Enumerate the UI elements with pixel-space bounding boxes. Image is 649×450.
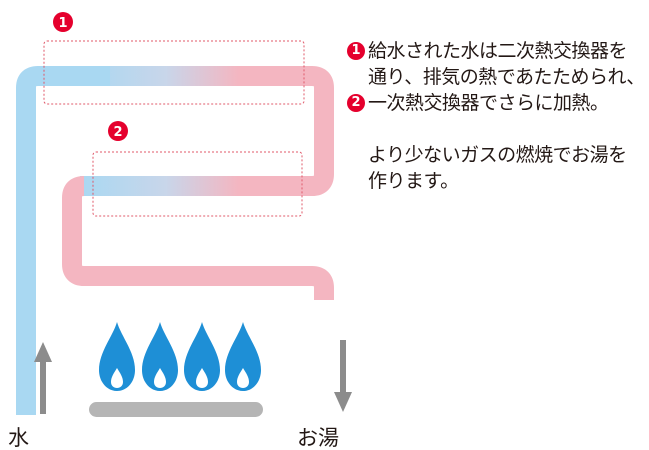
marker-2-label: 2 [113, 125, 122, 140]
flame-icon [99, 322, 135, 391]
pipe-inlet-riser [15, 66, 120, 415]
description-summary: より少ないガスの燃焼でお湯を作ります。 [368, 144, 627, 192]
primary-heat-exchanger-outline [92, 151, 303, 217]
description-panel: 1 給水された水は二次熱交換器を通り、排気の熱であたためられ、 2 一次熱交換器… [347, 38, 645, 194]
water-inlet-label: 水 [8, 426, 29, 450]
outflow-arrow-icon [334, 340, 352, 412]
inflow-arrow-icon [34, 342, 52, 414]
flame-icon [142, 322, 178, 391]
flame-icon [225, 322, 261, 391]
marker-2: 2 [108, 121, 128, 141]
step-1-text: 給水された水は二次熱交換器を通り、排気の熱であたためられ、 [368, 40, 645, 88]
marker-1: 1 [53, 12, 73, 32]
step-2-badge: 2 [347, 94, 365, 112]
flame-icon [184, 322, 220, 391]
burner-plate [89, 402, 263, 417]
pipe-primary-exchanger [62, 176, 334, 300]
description-step-2: 2 一次熱交換器でさらに加熱。 [347, 90, 645, 116]
gas-flames [99, 322, 261, 391]
description-step-1: 1 給水された水は二次熱交換器を通り、排気の熱であたためられ、 [347, 38, 645, 90]
marker-1-label: 1 [58, 16, 67, 31]
water-pipe [15, 66, 334, 415]
pipe-secondary-exchanger [80, 66, 334, 196]
step-2-text: 一次熱交換器でさらに加熱。 [368, 92, 609, 114]
hot-water-outlet-label: お湯 [297, 426, 339, 450]
step-1-badge: 1 [347, 42, 365, 60]
